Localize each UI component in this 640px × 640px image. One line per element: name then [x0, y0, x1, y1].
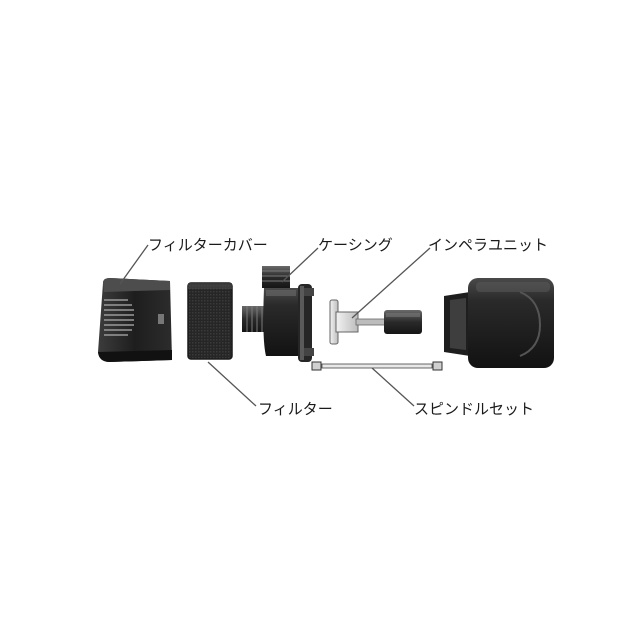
spindle-bushing-left: [311, 361, 322, 371]
leader-casing: [281, 247, 319, 283]
spindle-bushing-right: [432, 361, 443, 371]
motor-body-part: [444, 278, 554, 368]
label-casing: ケーシング: [318, 236, 393, 254]
leader-filter: [207, 361, 257, 407]
leader-filter-cover: [119, 244, 149, 285]
filter-cover-part: [98, 278, 172, 362]
label-filter: フィルター: [258, 400, 333, 418]
leader-impeller-unit: [351, 247, 431, 319]
label-filter-cover: フィルターカバー: [148, 236, 268, 254]
spindle-rod: [321, 363, 433, 369]
label-spindle-set: スピンドルセット: [414, 400, 534, 418]
filter-part: [187, 282, 233, 360]
leader-spindle-set: [371, 367, 415, 407]
impeller-unit-part: [329, 299, 422, 345]
label-impeller-unit: インペラユニット: [428, 236, 548, 254]
casing-part: [242, 266, 314, 362]
